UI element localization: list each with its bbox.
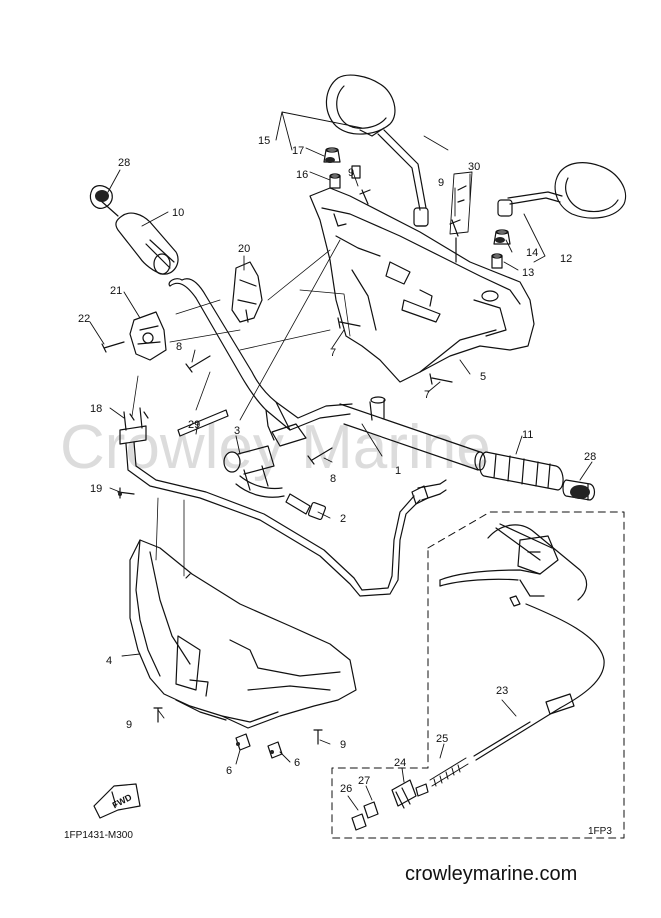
callout-3: 3 <box>234 425 240 437</box>
inset-adjuster-24 <box>391 779 429 809</box>
mirror-right <box>497 162 627 219</box>
callout-29: 29 <box>188 419 200 431</box>
callout-30: 30 <box>468 161 480 173</box>
callout-2: 2 <box>340 513 346 525</box>
callout-19: 19 <box>90 483 102 495</box>
callout-16: 16 <box>296 169 308 181</box>
callout-23: 23 <box>496 685 508 697</box>
callout-9-right: 9 <box>438 177 444 189</box>
callout-9-top: 9 <box>348 167 354 179</box>
callout-1: 1 <box>395 465 401 477</box>
leader-lines <box>89 111 593 811</box>
cable-guide-18 <box>119 407 149 445</box>
callout-22: 22 <box>78 313 90 325</box>
inset-code: 1FP3 <box>588 826 612 837</box>
callout-6-left: 6 <box>226 765 232 777</box>
footer-url: crowleymarine.com <box>405 863 577 885</box>
callout-24: 24 <box>394 757 406 769</box>
upper-handle-cover <box>309 187 535 383</box>
callout-5: 5 <box>480 371 486 383</box>
callout-26: 26 <box>340 783 352 795</box>
throttle-housing-21 <box>129 311 167 361</box>
fwd-arrow <box>93 783 141 819</box>
lower-handle-cover <box>129 539 357 729</box>
callout-15: 15 <box>258 135 270 147</box>
watermark: Crowley Marine <box>60 413 491 482</box>
callout-18: 18 <box>90 403 102 415</box>
callout-9-lower-left: 9 <box>126 719 132 731</box>
inset-spring-25 <box>429 757 469 787</box>
callout-9-lower-right: 9 <box>340 739 346 751</box>
callout-17: 17 <box>292 145 304 157</box>
callout-28-right: 28 <box>584 451 596 463</box>
callout-25: 25 <box>436 733 448 745</box>
callout-11: 11 <box>522 429 533 441</box>
callout-20: 20 <box>238 243 250 255</box>
callout-13: 13 <box>522 267 534 279</box>
left-grip <box>89 185 179 275</box>
mirror-rubbers <box>323 147 511 269</box>
callout-6-right: 6 <box>294 757 300 769</box>
diagram-code: 1FP1431-M300 <box>64 830 133 841</box>
callout-10: 10 <box>172 207 184 219</box>
inset-box <box>331 511 625 839</box>
inset-brake-lever <box>439 523 605 761</box>
switch-holder-20 <box>231 261 263 323</box>
bolt-2 <box>285 493 327 521</box>
callout-8-lower: 8 <box>330 473 336 485</box>
callout-21: 21 <box>110 285 122 297</box>
callout-7-upper: 7 <box>330 347 336 359</box>
callout-28-left: 28 <box>118 157 130 169</box>
callout-12: 12 <box>560 253 572 265</box>
callout-7-lower: 7 <box>424 389 430 401</box>
mirror-left <box>325 74 429 227</box>
callout-27: 27 <box>358 775 370 787</box>
callout-4: 4 <box>106 655 112 667</box>
handlebar-holder <box>223 445 285 498</box>
throttle-cable <box>125 441 447 597</box>
callout-8-upper: 8 <box>176 341 182 353</box>
callout-14: 14 <box>526 247 538 259</box>
